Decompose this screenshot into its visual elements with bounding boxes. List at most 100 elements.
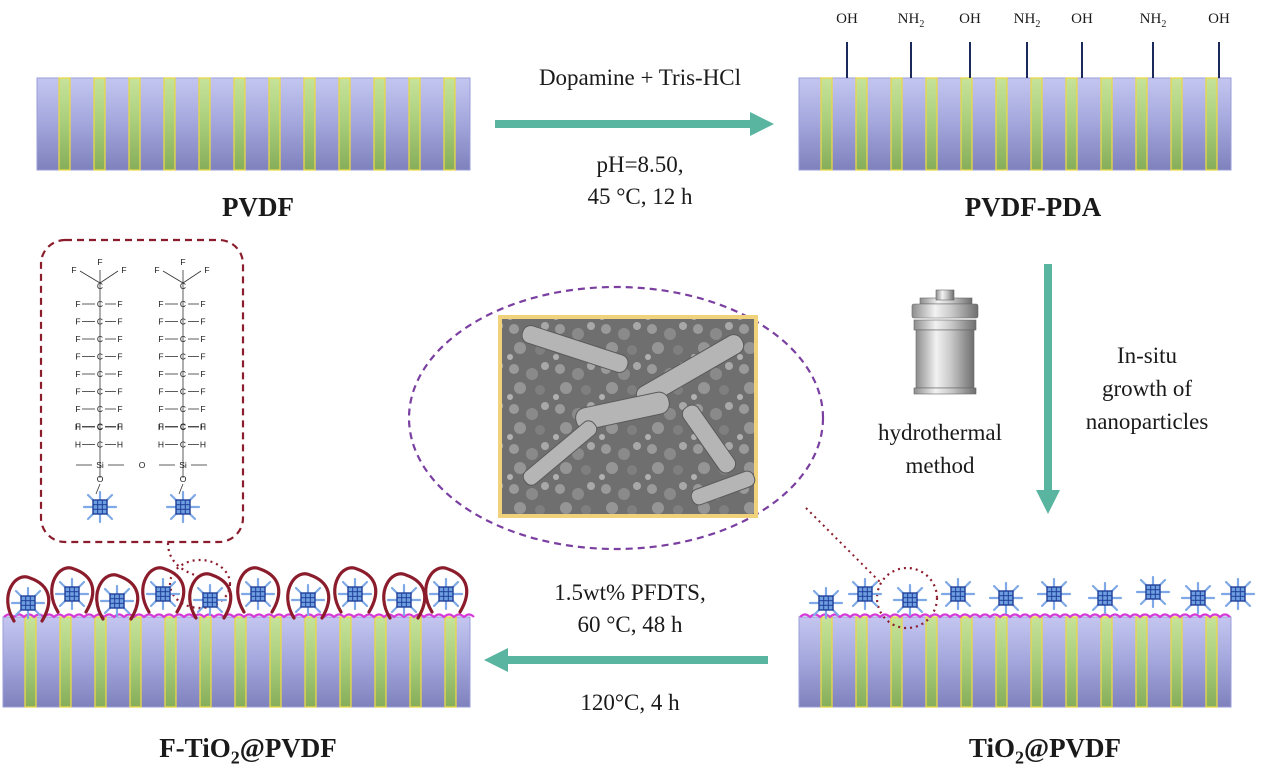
membrane-pore bbox=[93, 77, 106, 171]
tio2-nanoparticle bbox=[847, 577, 883, 611]
membrane-pore bbox=[960, 77, 973, 171]
membrane-pore bbox=[1065, 77, 1078, 171]
label-pvdf: PVDF bbox=[222, 192, 294, 222]
chem-atom-label: C bbox=[97, 369, 103, 379]
tio2-nanoparticle bbox=[988, 581, 1024, 615]
chem-atom-label: H bbox=[200, 440, 206, 450]
chem-atom-label: F bbox=[75, 387, 80, 397]
membrane-pore bbox=[59, 616, 72, 708]
chem-atom-label: F bbox=[75, 422, 80, 432]
chem-atom-label: O bbox=[139, 460, 146, 470]
chem-atom-label: F bbox=[117, 369, 122, 379]
membrane-pore bbox=[269, 616, 282, 708]
membrane-pore bbox=[338, 77, 351, 171]
chem-atom-label: C bbox=[97, 317, 103, 327]
chem-atom-label: F bbox=[117, 387, 122, 397]
membrane-pore bbox=[995, 616, 1008, 708]
chem-atom-label: F bbox=[200, 404, 205, 414]
chem-atom-label: C bbox=[97, 352, 103, 362]
membrane-pore bbox=[1065, 616, 1078, 708]
chem-atom-label: F bbox=[75, 369, 80, 379]
chem-atom-label: C bbox=[97, 334, 103, 344]
membrane-body bbox=[798, 616, 1232, 708]
membrane-pore bbox=[339, 616, 352, 708]
membrane-pore bbox=[1100, 616, 1113, 708]
membrane-pore bbox=[164, 616, 177, 708]
tio2-nanoparticle bbox=[1220, 577, 1256, 611]
membrane-pore bbox=[129, 616, 142, 708]
chem-atom-label: C bbox=[180, 317, 186, 327]
chem-atom-label: F bbox=[158, 352, 163, 362]
pfdts-coating-loop bbox=[333, 566, 378, 614]
chem-atom-label: F bbox=[75, 352, 80, 362]
zoom-circle-f-tio2 bbox=[168, 558, 232, 610]
f-tio2-nanoparticle bbox=[386, 583, 422, 617]
membrane-pore bbox=[24, 616, 37, 708]
membrane-pore bbox=[1030, 77, 1043, 171]
chem-atom-label: C bbox=[180, 440, 186, 450]
chem-atom-label: F bbox=[200, 317, 205, 327]
tio2-nanoparticle bbox=[1087, 581, 1123, 615]
membrane-pore bbox=[855, 77, 868, 171]
sem-zoom-view bbox=[407, 285, 881, 583]
membrane-pore bbox=[163, 77, 176, 171]
f-tio2-nanoparticle bbox=[99, 584, 135, 618]
surface-group-label: NH2 bbox=[1140, 11, 1167, 30]
surface-group-label: OH bbox=[836, 11, 858, 27]
chem-atom-label: F bbox=[117, 352, 122, 362]
label-tio2-pvdf: TiO2@PVDF bbox=[968, 733, 1122, 768]
tio2-nanoparticle bbox=[1180, 581, 1216, 615]
membrane-pore bbox=[409, 616, 422, 708]
chem-atom-label: C bbox=[180, 281, 186, 291]
pfdts-coating-loop bbox=[286, 572, 331, 620]
chem-atom-label: C bbox=[97, 404, 103, 414]
surface-group-label: NH2 bbox=[898, 11, 925, 30]
membrane-pore bbox=[890, 77, 903, 171]
f-tio2-nanoparticle bbox=[428, 577, 464, 611]
membrane-pore bbox=[1100, 77, 1113, 171]
chem-atom-label: H bbox=[158, 440, 164, 450]
arrow-step2 bbox=[1036, 264, 1060, 514]
membrane-pore bbox=[1135, 616, 1148, 708]
membrane-pore bbox=[820, 77, 833, 171]
pfdts-coating-loop bbox=[6, 575, 51, 623]
chem-atom-label: F bbox=[97, 257, 102, 267]
step2-line3: nanoparticles bbox=[1085, 409, 1209, 434]
chem-atom-label: H bbox=[117, 422, 123, 432]
membrane-pore bbox=[855, 616, 868, 708]
membrane-pore bbox=[444, 616, 457, 708]
step3-curing: 120°C, 4 h bbox=[580, 690, 680, 715]
membrane-pore bbox=[199, 616, 212, 708]
pda-layer-wave bbox=[799, 613, 1231, 619]
f-tio2-nanoparticle bbox=[337, 577, 373, 611]
chem-atom-label: F bbox=[158, 299, 163, 309]
chem-atom-label: C bbox=[97, 281, 103, 291]
pfdts-coating-loop bbox=[236, 566, 281, 614]
tio2-nanoparticle bbox=[940, 577, 976, 611]
membrane-pore bbox=[820, 616, 833, 708]
method-label-2: method bbox=[905, 453, 975, 478]
membrane-pore bbox=[1205, 616, 1218, 708]
zoom-circle-tio2 bbox=[875, 566, 939, 630]
membrane-pore bbox=[995, 77, 1008, 171]
chem-atom-label: F bbox=[75, 317, 80, 327]
membrane-pore bbox=[960, 616, 973, 708]
f-tio2-nanoparticle bbox=[10, 586, 46, 620]
membrane-pore bbox=[304, 616, 317, 708]
tio2-nanoparticle bbox=[165, 490, 201, 524]
chem-atom-label: F bbox=[117, 317, 122, 327]
pfdts-coating-loop bbox=[382, 572, 427, 620]
chem-atom-label: F bbox=[158, 387, 163, 397]
chem-atom-label: F bbox=[200, 387, 205, 397]
membrane-body bbox=[36, 77, 471, 171]
tio2-nanoparticle bbox=[892, 583, 928, 617]
membrane-pore bbox=[443, 77, 456, 171]
chem-atom-label: C bbox=[180, 299, 186, 309]
membrane-pore bbox=[268, 77, 281, 171]
chem-atom-label: C bbox=[180, 352, 186, 362]
f-tio2-nanoparticle bbox=[192, 583, 228, 617]
